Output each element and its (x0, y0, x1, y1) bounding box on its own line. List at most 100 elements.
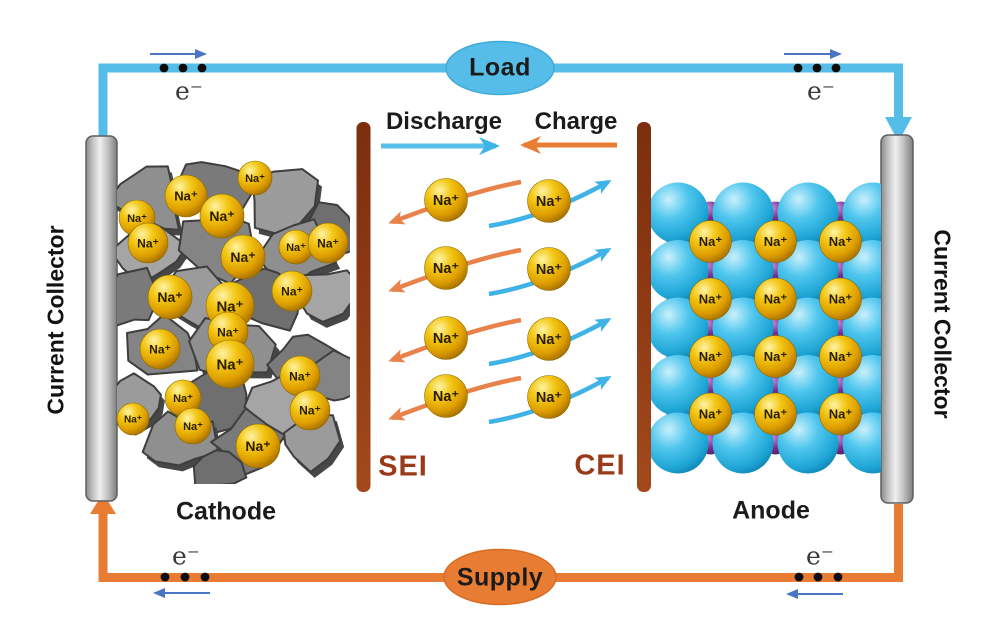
electron-dot (178, 63, 188, 73)
na-ion-sphere (754, 220, 797, 263)
na-ion-label: Na⁺ (433, 389, 460, 405)
na-ion-label: Na⁺ (764, 349, 788, 364)
cathode-flake (192, 449, 248, 484)
na-ion-label: Na⁺ (216, 356, 243, 373)
supply-oval (443, 548, 557, 606)
na-ion-sphere (819, 220, 862, 263)
na-ion: Na⁺ (424, 178, 468, 222)
na-ion-sphere (527, 179, 571, 223)
na-ion: Na⁺ (754, 277, 797, 321)
sei-bar (356, 122, 371, 492)
na-ion-label: Na⁺ (173, 393, 193, 405)
na-ion-sphere (237, 160, 273, 196)
na-ion-label: Na⁺ (699, 407, 723, 422)
electron-flow-top-right (784, 49, 842, 73)
current-collector-right-bar (880, 134, 914, 504)
na-ion-label: Na⁺ (137, 236, 159, 250)
electron-label-bottom-left: e⁻ (172, 541, 200, 571)
cathode-label: Cathode (176, 497, 276, 526)
electron-dot (159, 63, 169, 73)
na-ion-label: Na⁺ (209, 208, 234, 224)
na-ion: Na⁺ (689, 392, 732, 436)
na-ion-label: Na⁺ (127, 213, 147, 225)
na-ion-sphere (205, 339, 255, 389)
na-ion: Na⁺ (754, 392, 797, 436)
na-ion-label: Na⁺ (286, 242, 306, 254)
na-ion: Na⁺ (237, 160, 273, 196)
na-ion: Na⁺ (424, 316, 468, 360)
anode-cyan-atom (712, 355, 774, 416)
na-ion-sphere (527, 247, 571, 291)
load-circuit-wire (98, 40, 912, 142)
na-ion-sphere (307, 222, 349, 264)
na-ion-label: Na⁺ (764, 292, 788, 307)
electron-dot (812, 63, 822, 73)
na-ion-label: Na⁺ (764, 234, 788, 249)
cathode-flake (283, 414, 342, 473)
na-ion: Na⁺ (139, 328, 181, 370)
na-ion-label: Na⁺ (829, 292, 853, 307)
anode-cyan-atom (712, 240, 774, 301)
na-ion-sphere (424, 178, 468, 222)
na-ion-label: Na⁺ (299, 403, 321, 417)
discharge-label: Discharge (385, 108, 503, 135)
anode-cyan-atom (651, 412, 709, 474)
na-ion-sphere (199, 193, 245, 239)
na-ion-sphere (689, 277, 732, 321)
na-ion-label: Na⁺ (157, 289, 182, 305)
na-ion-sphere (689, 392, 732, 436)
na-ion-label: Na⁺ (536, 390, 563, 406)
na-ion: Na⁺ (424, 246, 468, 290)
cei-bar (637, 122, 651, 492)
na-ion: Na⁺ (164, 379, 202, 417)
electron-label-top-right: e⁻ (807, 76, 835, 106)
na-ion: Na⁺ (689, 335, 732, 378)
anode-cyan-atom (777, 297, 839, 359)
na-ion-label: Na⁺ (245, 438, 270, 454)
na-ion-label: Na⁺ (183, 421, 203, 433)
na-ion: Na⁺ (527, 375, 571, 419)
na-ion-label: Na⁺ (433, 331, 460, 347)
anode-structure: Na⁺Na⁺Na⁺Na⁺Na⁺Na⁺Na⁺Na⁺Na⁺Na⁺Na⁺Na⁺ (651, 182, 881, 474)
na-ion-label: Na⁺ (829, 407, 853, 422)
na-ion-sphere (271, 270, 313, 312)
na-ion-sphere (819, 392, 862, 436)
na-ion-sphere (174, 407, 212, 445)
electron-dot (794, 572, 804, 582)
na-ion-sphere (289, 389, 331, 431)
load-oval (445, 40, 555, 96)
na-ion-sphere (754, 392, 797, 436)
na-ion: Na⁺ (279, 355, 321, 397)
electron-label-bottom-right: e⁻ (806, 541, 834, 571)
na-ion-label: Na⁺ (433, 193, 460, 209)
na-ion: Na⁺ (754, 335, 797, 378)
na-ion-label: Na⁺ (217, 325, 239, 339)
na-ion-sphere (127, 222, 169, 264)
charge-label: Charge (534, 108, 618, 135)
na-ion-label: Na⁺ (124, 415, 142, 426)
na-ion-label: Na⁺ (699, 234, 723, 249)
na-ion-label: Na⁺ (174, 189, 198, 204)
na-ion-sphere (689, 220, 732, 263)
na-ion: Na⁺ (819, 220, 862, 263)
load-label: Load (469, 53, 531, 82)
na-ion: Na⁺ (424, 374, 468, 418)
anode-cyan-atom (777, 182, 839, 244)
anode-cyan-atom (777, 240, 839, 301)
na-ion-label: Na⁺ (764, 407, 788, 422)
na-ion-label: Na⁺ (829, 234, 853, 249)
na-ion-sphere (139, 328, 181, 370)
electron-flow-top-left (150, 49, 207, 73)
supply-label: Supply (456, 563, 544, 592)
supply-circuit-wire (90, 493, 903, 606)
na-ion-sphere (754, 335, 797, 378)
na-ion: Na⁺ (527, 317, 571, 361)
current-collector-right-label: Current Collector (929, 229, 956, 419)
na-ion-label: Na⁺ (433, 261, 460, 277)
electron-dot (813, 572, 823, 582)
electron-dot (180, 572, 190, 582)
electron-dot (833, 572, 843, 582)
anode-cyan-atom (777, 355, 839, 416)
na-ion-sphere (527, 375, 571, 419)
